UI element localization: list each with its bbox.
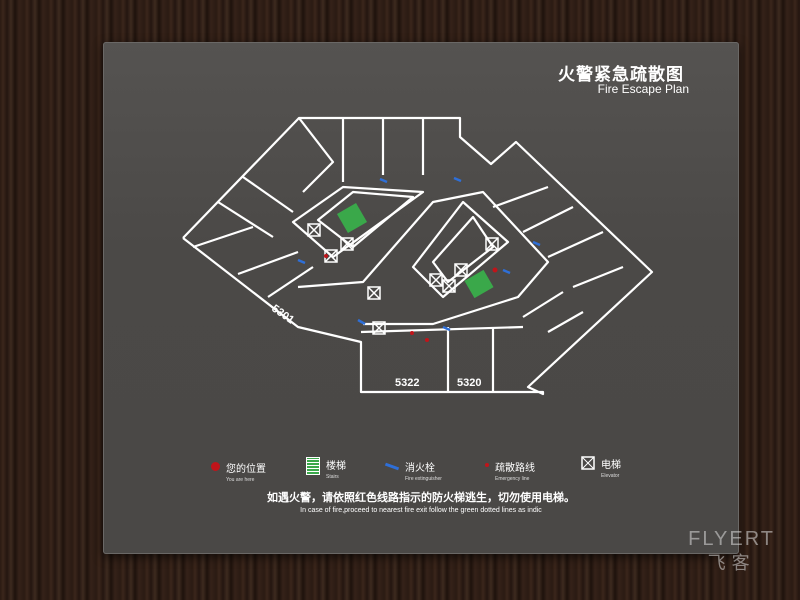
room-5322: 5322 xyxy=(395,377,419,389)
floor-plan: 5301 5322 5320 xyxy=(182,116,654,396)
room-5320: 5320 xyxy=(457,377,481,389)
fire-escape-sign: 火警紧急疏散图 Fire Escape Plan xyxy=(103,42,739,554)
core-left xyxy=(291,185,425,259)
extinguisher-icon xyxy=(384,462,400,471)
stairs-icons xyxy=(336,202,494,299)
building-outline xyxy=(182,116,654,396)
sign-title-cn: 火警紧急疏散图 xyxy=(558,65,684,84)
stairs-icon xyxy=(306,457,320,475)
watermark-brand: FLYERT xyxy=(688,528,775,550)
extinguisher-icons xyxy=(297,176,541,332)
instruction-cn: 如遇火警，请依照红色线路指示的防火梯逃生，切勿使用电梯。 xyxy=(267,492,575,504)
watermark-sub: 飞客 xyxy=(707,553,756,573)
elevator-icons xyxy=(307,223,499,335)
watermark: FLYERT 飞客 xyxy=(688,528,775,575)
instruction-en: In case of fire,proceed to nearest fire … xyxy=(300,507,542,514)
you-are-here-icon xyxy=(211,462,220,471)
emergency-line-icon xyxy=(485,463,489,467)
core-right xyxy=(411,200,510,299)
emergency-markers xyxy=(324,254,498,342)
elevator-icon xyxy=(581,456,595,470)
sign-title-en: Fire Escape Plan xyxy=(597,82,689,96)
